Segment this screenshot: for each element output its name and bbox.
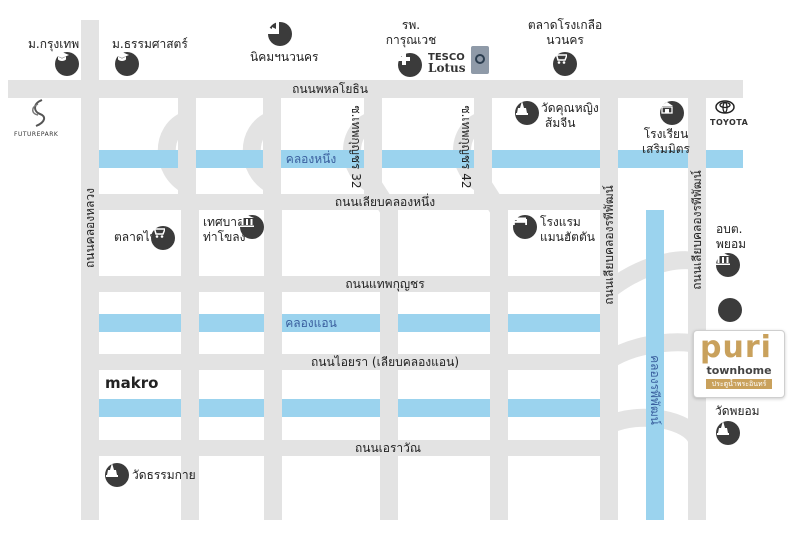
canal-crossings — [178, 150, 706, 417]
graduation-cap-icon — [115, 52, 139, 76]
tesco-logo: TESCO — [428, 52, 465, 63]
label-khlong-aen: คลองแอน — [285, 316, 337, 330]
canals — [99, 150, 743, 520]
label-khlong-luang: ถนนคลองหลวง — [83, 188, 97, 268]
label-phahon-yothin: ถนนพหลโยธิน — [292, 82, 368, 96]
puri-callout-pointer — [736, 316, 748, 330]
label-obt-1: อบต. — [716, 222, 743, 236]
road-network — [8, 20, 743, 520]
road-phahon-yothin — [8, 80, 743, 98]
road-thep-kunchon — [99, 276, 600, 292]
canal-lower — [99, 399, 600, 417]
label-erawan: ถนนเอราวัณ — [354, 441, 422, 455]
label-municipality-1: เทศบาล — [203, 215, 245, 229]
label-wat-khunying-2: ส้มจีน — [545, 116, 576, 130]
toyota-logo: TOYOTA — [710, 118, 749, 127]
shopping-cart-icon — [151, 226, 175, 250]
futurepark-logo-icon — [30, 98, 48, 128]
toyota-logo-icon — [715, 100, 735, 114]
temple-icon — [716, 421, 740, 445]
label-wat-thammakai: วัดธรรมกาย — [132, 468, 196, 482]
label-ayara: ถนนไอยรา (เลียบคลองแอน) — [310, 355, 460, 369]
label-hospital-1: รพ. — [401, 18, 421, 32]
canal-rapiphat — [646, 210, 664, 520]
road-khlong-luang — [81, 20, 99, 520]
label-school-2: เสริมมิตร — [642, 142, 690, 156]
temple-icon — [515, 101, 539, 125]
label-liap-rapiphat-2: ถนนเลียบคลองรพีพัฒน์ — [690, 170, 704, 290]
government-building-icon — [240, 215, 264, 239]
road-liap-khlong-nueng — [99, 194, 600, 210]
label-thep-kunchon: ถนนแทพกุญชร — [345, 277, 425, 291]
label-thammasat: ม.ธรรมศาสตร์ — [112, 37, 188, 51]
puri-wordmark: puri — [700, 330, 772, 365]
label-wat-phayom: วัดพยอม — [715, 404, 760, 418]
label-navanakorn: นิคมฯนวนคร — [250, 50, 319, 64]
lotus-logo: Lotus — [428, 61, 466, 75]
mall-logo-icon — [471, 46, 489, 74]
label-liap-khlong-nueng: ถนนเลียบคลองหนึ่ง — [334, 195, 436, 209]
school-building-icon — [660, 101, 684, 125]
label-talad-thai: ตลาดไท — [114, 230, 158, 244]
label-wat-khunying-1: วัดคุณหญิง — [541, 101, 599, 115]
townhome-wordmark: townhome — [706, 364, 772, 377]
label-market-1: ตลาดโรงเกลือ — [527, 18, 603, 32]
label-bangkok-univ: ม.กรุงเทพ — [28, 37, 80, 51]
label-hotel-2: แมนฮัตตัน — [540, 230, 595, 244]
label-school-1: โรงเรียน — [643, 127, 689, 141]
makro-logo: makro — [105, 374, 159, 392]
medical-cross-icon — [398, 53, 422, 77]
bed-icon — [513, 215, 537, 239]
road-curve-5 — [603, 251, 702, 298]
road-ayara — [99, 354, 600, 370]
graduation-cap-icon — [55, 52, 79, 76]
label-obt-2: พยอม — [716, 237, 747, 251]
puri-tagline: ประตูน้ำพระอินทร์ — [706, 379, 772, 389]
label-soi-42: ซ.เทพกุญชร 42 — [459, 105, 473, 189]
government-building-icon — [716, 253, 740, 277]
label-hospital-2: การุณเวช — [385, 33, 437, 47]
label-soi-32: ซ.เทพกุญชร 32 — [349, 105, 363, 189]
futurepark-logo: FUTUREPARK — [14, 131, 59, 138]
label-liap-rapiphat-1: ถนนเลียบคลองรพีพัฒน์ — [602, 185, 616, 305]
road-erawan — [99, 440, 600, 456]
canal-khlong-nueng — [99, 150, 743, 168]
factory-icon — [268, 22, 292, 46]
label-khlong-rapiphat: คลองรพีพัฒน์ — [648, 355, 662, 425]
canal-khlong-aen — [99, 314, 600, 332]
puri-townhome-logo: puri townhome ประตูน้ำพระอินทร์ — [693, 330, 785, 398]
shopping-cart-icon — [553, 52, 577, 76]
road-liap-rapiphat-2 — [688, 98, 706, 520]
temple-icon — [105, 463, 129, 487]
label-municipality-2: ท่าโขลง — [203, 230, 246, 244]
label-market-2: นวนคร — [546, 33, 584, 47]
label-hotel-1: โรงแรม — [540, 215, 581, 229]
label-khlong-nueng: คลองหนึ่ง — [285, 152, 337, 166]
